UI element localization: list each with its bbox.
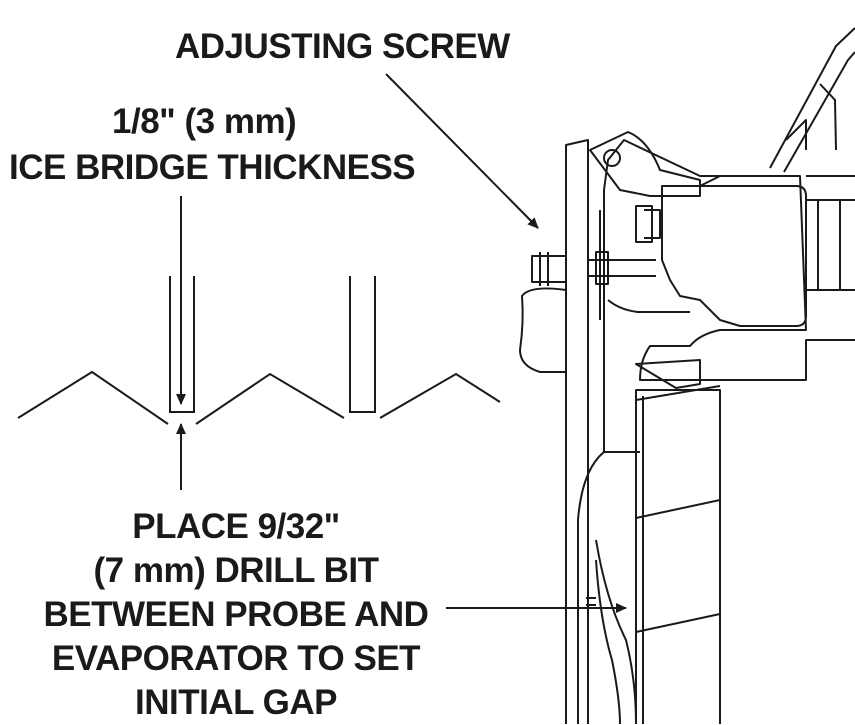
mounting-bracket xyxy=(565,139,589,724)
drill-bit-line: INITIAL GAP xyxy=(135,683,337,722)
pivot-hole xyxy=(603,149,621,167)
grid-peak-middle xyxy=(195,372,345,425)
adjusting-screw-arrow xyxy=(385,73,539,229)
drill-bit-instruction: PLACE 9/32" (7 mm) DRILL BIT BETWEEN PRO… xyxy=(0,505,472,725)
ice-probe-assembly xyxy=(519,27,855,724)
grid-peak-right xyxy=(379,372,501,419)
hinge-arm xyxy=(589,131,701,197)
drill-bit-line: (7 mm) DRILL BIT xyxy=(93,551,379,590)
switch-box xyxy=(661,185,807,327)
ice-bridge-thickness-value: 1/8" (3 mm) xyxy=(112,102,297,141)
adjusting-screw xyxy=(531,255,567,283)
probe-body xyxy=(635,389,721,724)
evaporator-grid-profile xyxy=(17,276,501,425)
grid-peak-left xyxy=(17,370,169,425)
linkage-arm xyxy=(769,27,855,173)
adjusting-screw-label: ADJUSTING SCREW xyxy=(175,27,510,66)
ice-bridge-thickness-label: ICE BRIDGE THICKNESS xyxy=(9,148,416,187)
probe-tip xyxy=(349,276,376,413)
probe-housing xyxy=(603,139,855,381)
callout-arrows xyxy=(176,73,627,613)
ice-bridge-slot xyxy=(169,276,195,413)
drill-bit-line: BETWEEN PROBE AND xyxy=(43,595,429,634)
drill-bit-line: EVAPORATOR TO SET xyxy=(51,639,421,678)
drill-bit-line: PLACE 9/32" xyxy=(132,507,340,546)
